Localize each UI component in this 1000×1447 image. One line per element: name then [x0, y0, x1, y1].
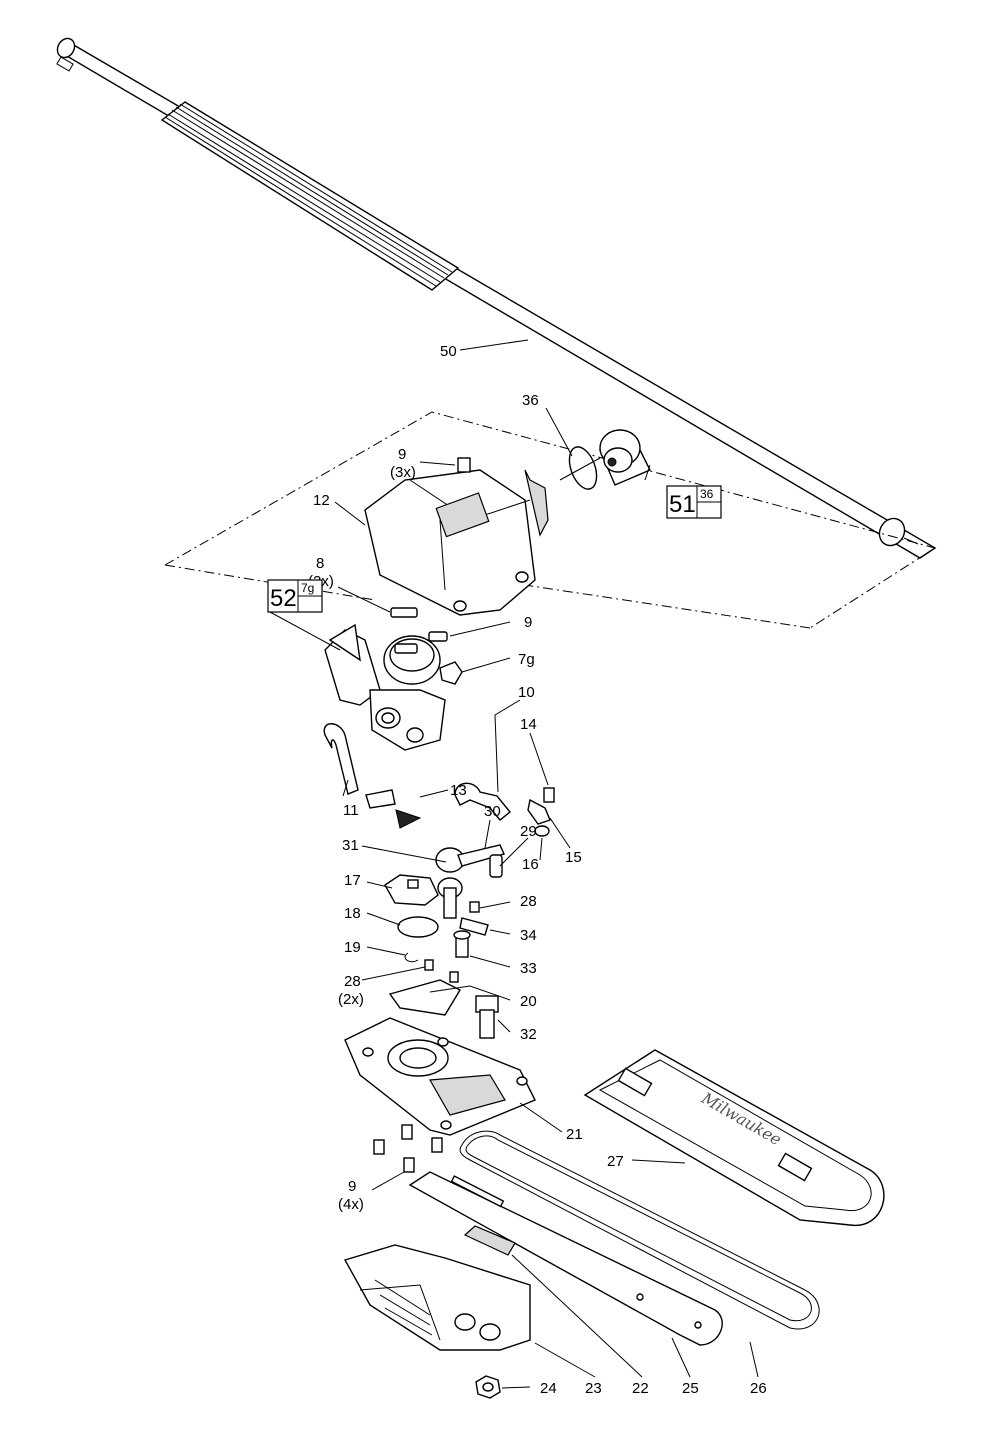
callout-28-b-qty: (2x): [338, 991, 364, 1008]
part-52-gearbox: [324, 623, 446, 751]
callout-12: 12: [313, 492, 330, 509]
callout-19: 19: [344, 939, 361, 956]
adapter-parts: [524, 429, 651, 537]
callout-33: 33: [520, 960, 537, 977]
callout-18: 18: [344, 905, 361, 922]
callout-11: 11: [343, 802, 359, 819]
hoses: [323, 723, 555, 837]
kit-box-51: 51 36: [666, 485, 722, 519]
leader-lines: [269, 339, 759, 1389]
small-fasteners-upper: [390, 457, 471, 685]
part-12-cover: [364, 469, 536, 616]
part-21-base: [344, 1017, 536, 1136]
pole-assembly: [56, 37, 937, 559]
part-26-chain: [459, 1130, 820, 1330]
bar-adjuster-parts: [424, 901, 489, 983]
callout-23: 23: [585, 1380, 602, 1397]
kit-51-number: 51: [669, 491, 696, 518]
callout-20: 20: [520, 993, 537, 1010]
callouts: 50 36 9 (3x) 12 8 (2x) 9 7g 10 14 11 13 …: [308, 343, 767, 1397]
callout-9-bottom-qty: (4x): [338, 1196, 364, 1213]
kit-box-52: 52 7g: [267, 579, 323, 613]
callout-21: 21: [566, 1126, 583, 1143]
callout-34: 34: [520, 927, 537, 944]
callout-28-b: 28: [344, 973, 361, 990]
part-23-lower-cover: [343, 1244, 531, 1351]
part-25-bar: [408, 1171, 723, 1346]
part-24-nut: [475, 1375, 501, 1399]
kit-52-ref: 7g: [301, 581, 314, 595]
kit-51-ref: 36: [700, 487, 714, 501]
grip-ribs: [164, 103, 453, 287]
callout-24: 24: [540, 1380, 557, 1397]
callout-9-mid: 9: [524, 614, 532, 631]
callout-31: 31: [342, 837, 359, 854]
callout-9-top-qty: (3x): [390, 464, 416, 481]
callout-8: 8: [316, 555, 324, 572]
callout-50: 50: [440, 343, 457, 360]
callout-10: 10: [518, 684, 535, 701]
kit-52-number: 52: [270, 585, 297, 612]
callout-16: 16: [522, 856, 539, 873]
callout-32: 32: [520, 1026, 537, 1043]
part-22: [463, 1225, 516, 1256]
part-27-scabbard: Milwaukee: [583, 1049, 885, 1226]
callout-27: 27: [607, 1153, 624, 1170]
callout-29: 29: [520, 823, 537, 840]
callout-36: 36: [522, 392, 539, 409]
callout-14: 14: [520, 716, 537, 733]
callout-13: 13: [450, 782, 467, 799]
callout-9-bottom: 9: [348, 1178, 356, 1195]
plate-20: [388, 979, 499, 1039]
drive-parts: [435, 844, 505, 919]
callout-9-top: 9: [398, 446, 406, 463]
callout-28-a: 28: [520, 893, 537, 910]
callout-30: 30: [484, 803, 501, 820]
clutch-parts: [384, 874, 439, 963]
callout-25: 25: [682, 1380, 699, 1397]
callout-15: 15: [565, 849, 582, 866]
callout-22: 22: [632, 1380, 649, 1397]
callout-7g: 7g: [518, 651, 535, 668]
callout-26: 26: [750, 1380, 767, 1397]
small-fasteners-lower: [373, 1124, 443, 1173]
callout-17: 17: [344, 872, 361, 889]
